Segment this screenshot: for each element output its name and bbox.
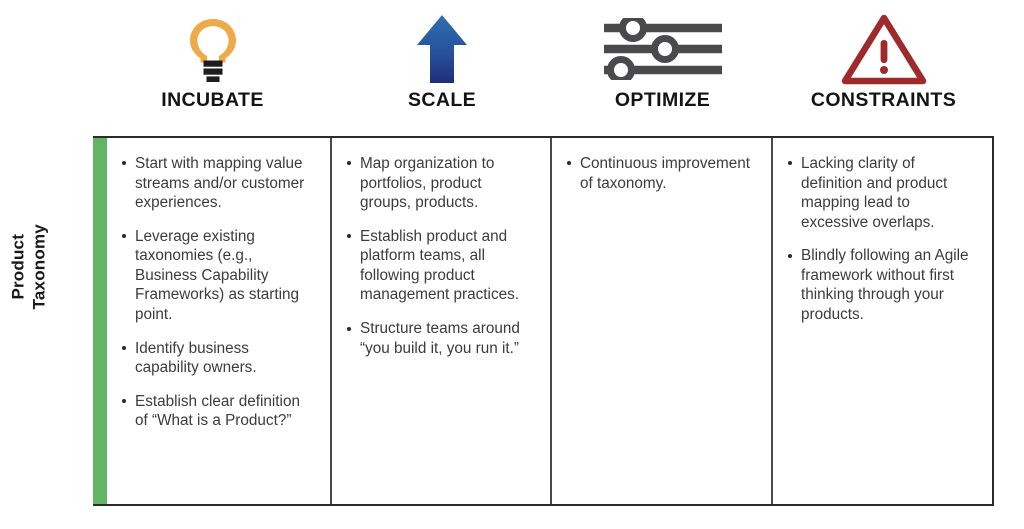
bullet-dot [788, 253, 792, 258]
row-label-line-1: Product [8, 233, 28, 300]
column-header-optimize: OPTIMIZE [552, 0, 773, 136]
list-item: Start with mapping value streams and/or … [121, 154, 316, 213]
list-item-text: Map organization to portfolios, product … [360, 155, 495, 212]
row-label-line-2: Taxonomy [29, 224, 48, 310]
bullet-dot [122, 399, 126, 404]
list-item-text: Start with mapping value streams and/or … [135, 155, 305, 212]
bullet-list: Continuous improvement of taxonomy. [566, 154, 757, 193]
list-item-text: Lacking clarity of definition and produc… [801, 155, 948, 231]
up-arrow-icon [416, 13, 468, 85]
list-item: Continuous improvement of taxonomy. [566, 154, 757, 193]
list-item: Establish clear definition of “What is a… [121, 392, 316, 431]
list-item-text: Leverage existing taxonomies (e.g., Busi… [135, 227, 300, 324]
bullet-dot [122, 161, 126, 166]
column-header-scale: SCALE [332, 0, 552, 136]
bullet-list: Start with mapping value streams and/or … [121, 154, 316, 431]
list-item-text: Establish product and platform teams, al… [360, 227, 519, 304]
matrix-table: Start with mapping value streams and/or … [93, 136, 994, 506]
list-item-text: Identify business capability owners. [135, 339, 257, 377]
cell-incubate: Start with mapping value streams and/or … [107, 138, 332, 504]
bullet-dot [347, 326, 351, 331]
list-item: Map organization to portfolios, product … [346, 154, 536, 213]
list-item: Blindly following an Agile framework wit… [787, 246, 980, 324]
column-header-label: INCUBATE [161, 88, 264, 111]
cell-optimize: Continuous improvement of taxonomy. [552, 138, 773, 504]
cell-scale: Map organization to portfolios, product … [332, 138, 552, 504]
bullet-dot [567, 161, 571, 166]
list-item-text: Continuous improvement of taxonomy. [580, 155, 751, 192]
warning-triangle-icon [841, 13, 927, 85]
list-item: Leverage existing taxonomies (e.g., Busi… [121, 227, 316, 325]
column-header-label: SCALE [407, 88, 477, 111]
bullet-dot [788, 161, 792, 166]
row-label-product-taxonomy: Product Taxonomy [8, 152, 49, 382]
list-item: Structure teams around “you build it, yo… [346, 319, 536, 358]
column-header-label: CONSTRAINTS [810, 88, 957, 111]
column-header-label: OPTIMIZE [614, 88, 711, 111]
bullet-dot [347, 161, 351, 166]
sliders-icon [601, 13, 725, 85]
list-item: Identify business capability owners. [121, 339, 316, 378]
column-header-constraints: CONSTRAINTS [773, 0, 994, 136]
bullet-dot [122, 346, 126, 351]
cell-constraints: Lacking clarity of definition and produc… [773, 138, 994, 504]
list-item-text: Structure teams around “you build it, yo… [360, 320, 520, 357]
list-item: Lacking clarity of definition and produc… [787, 154, 980, 232]
bullet-dot [122, 234, 126, 239]
list-item: Establish product and platform teams, al… [346, 227, 536, 305]
list-item-text: Establish clear definition of “What is a… [135, 392, 300, 430]
lightbulb-icon [185, 13, 241, 85]
row-accent-bar [93, 138, 107, 504]
bullet-list: Map organization to portfolios, product … [346, 154, 536, 358]
column-header-row: INCUBATE SCALE [93, 0, 994, 136]
list-item-text: Blindly following an Agile framework wit… [801, 247, 969, 324]
column-header-incubate: INCUBATE [93, 0, 332, 136]
bullet-list: Lacking clarity of definition and produc… [787, 154, 980, 325]
bullet-dot [347, 234, 351, 239]
